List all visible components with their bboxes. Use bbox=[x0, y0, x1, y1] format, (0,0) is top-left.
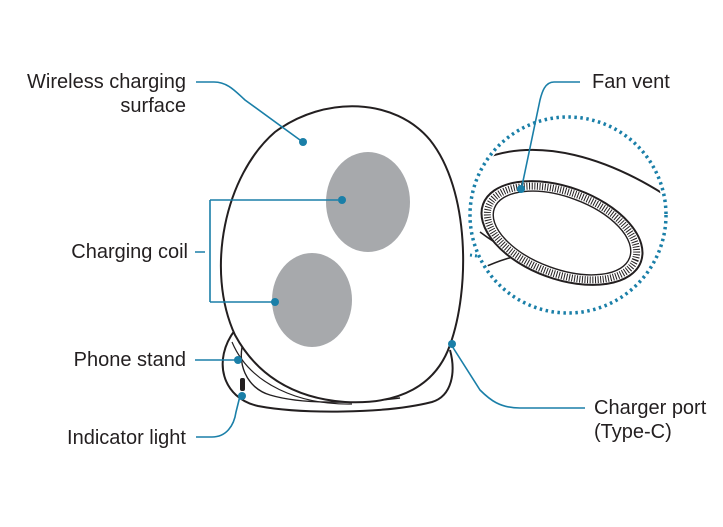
charging-coil-lower bbox=[272, 253, 352, 347]
dot-charger-port bbox=[448, 340, 456, 348]
pad-groove-line bbox=[231, 341, 353, 405]
label-charger-port-line2: (Type-C) bbox=[594, 421, 672, 443]
leader-fan-vent bbox=[521, 81, 580, 187]
label-wireless-surface-line1: Wireless charging bbox=[27, 71, 186, 93]
dot-wireless-surface bbox=[299, 138, 307, 146]
leader-indicator-light bbox=[196, 395, 241, 438]
dot-phone-stand bbox=[234, 356, 242, 364]
label-wireless-surface-line2: surface bbox=[120, 95, 186, 117]
label-fan-vent: Fan vent bbox=[592, 71, 670, 93]
leader-charging-coil-bracket bbox=[195, 199, 338, 303]
leader-wireless-surface bbox=[196, 81, 301, 141]
leader-charger-port bbox=[451, 345, 585, 409]
label-charger-port: Charger port (Type-C) bbox=[594, 396, 706, 444]
dot-coil-upper bbox=[338, 196, 346, 204]
fan-vent-ring-inner bbox=[492, 190, 632, 276]
indicator-light bbox=[240, 378, 245, 391]
charging-coil-upper bbox=[326, 152, 410, 252]
dot-fan-vent bbox=[517, 185, 525, 193]
fan-vent-ring-teeth bbox=[483, 182, 641, 284]
label-phone-stand: Phone stand bbox=[73, 349, 186, 371]
label-charging-coil: Charging coil bbox=[71, 241, 188, 263]
dot-indicator-light bbox=[238, 392, 246, 400]
label-wireless-surface: Wireless charging surface bbox=[14, 70, 186, 118]
zoom-body-edge bbox=[479, 148, 663, 196]
label-indicator-light: Indicator light bbox=[67, 427, 186, 449]
dot-coil-lower bbox=[271, 298, 279, 306]
label-charger-port-line1: Charger port bbox=[594, 397, 707, 419]
charging-pad-body bbox=[219, 105, 465, 404]
